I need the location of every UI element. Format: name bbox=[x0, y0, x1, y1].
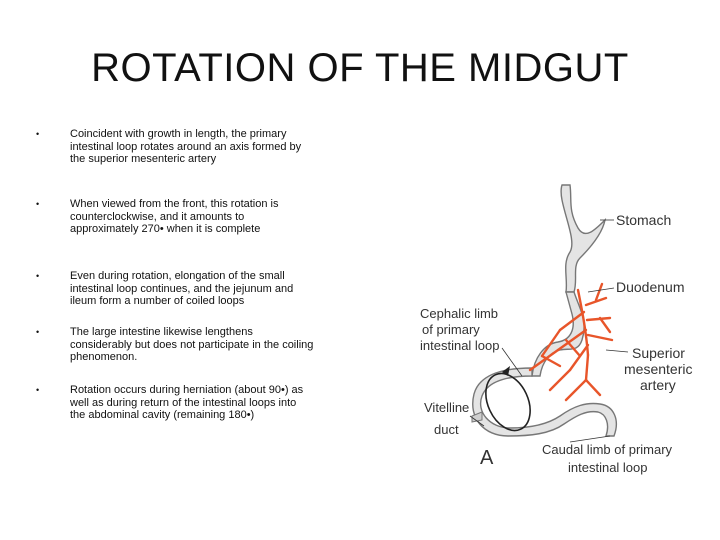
bullet-text: The large intestine likewise lengthens c… bbox=[70, 326, 314, 364]
intestinal-loop-shape bbox=[472, 367, 618, 437]
sma-label-line2: mesenteric bbox=[624, 361, 692, 377]
bullet-marker: • bbox=[36, 385, 40, 395]
cephalic-limb-label-line1: Cephalic limb bbox=[420, 306, 498, 321]
bullet-text: Even during rotation, elongation of the … bbox=[70, 270, 294, 308]
caudal-limb-label-line1: Caudal limb of primary bbox=[542, 442, 673, 457]
sma-label-line3: artery bbox=[640, 377, 676, 393]
bullet-text: Rotation occurs during herniation (about… bbox=[70, 384, 304, 422]
panel-letter-label: A bbox=[480, 447, 494, 469]
bullet-marker: • bbox=[36, 129, 40, 139]
bullet-marker: • bbox=[36, 199, 40, 209]
bullet-text: Coincident with growth in length, the pr… bbox=[70, 128, 302, 166]
midgut-rotation-diagram: Stomach Duodenum Cephalic limb of primar… bbox=[420, 184, 692, 475]
bullet-text: When viewed from the front, this rotatio… bbox=[70, 198, 279, 236]
rotation-arrow-icon bbox=[485, 372, 531, 432]
cephalic-limb-label-line3: intestinal loop bbox=[420, 338, 500, 353]
artery-network bbox=[528, 282, 614, 402]
cephalic-limb-label-line2: of primary bbox=[422, 322, 480, 337]
vitelline-duct-label-line1: Vitelline bbox=[424, 400, 469, 415]
slide-title: ROTATION OF THE MIDGUT bbox=[91, 46, 629, 90]
arrowhead-icon bbox=[502, 366, 510, 376]
caudal-limb-label-line2: intestinal loop bbox=[568, 460, 648, 475]
duodenum-label: Duodenum bbox=[616, 279, 685, 295]
vitelline-duct-label-line2: duct bbox=[434, 422, 459, 437]
leader-lines bbox=[469, 219, 629, 443]
sma-label-line1: Superior bbox=[632, 345, 685, 361]
stomach-label: Stomach bbox=[616, 212, 671, 228]
stomach-shape bbox=[560, 184, 607, 293]
bullet-marker: • bbox=[36, 327, 40, 337]
bullet-marker: • bbox=[36, 271, 40, 281]
